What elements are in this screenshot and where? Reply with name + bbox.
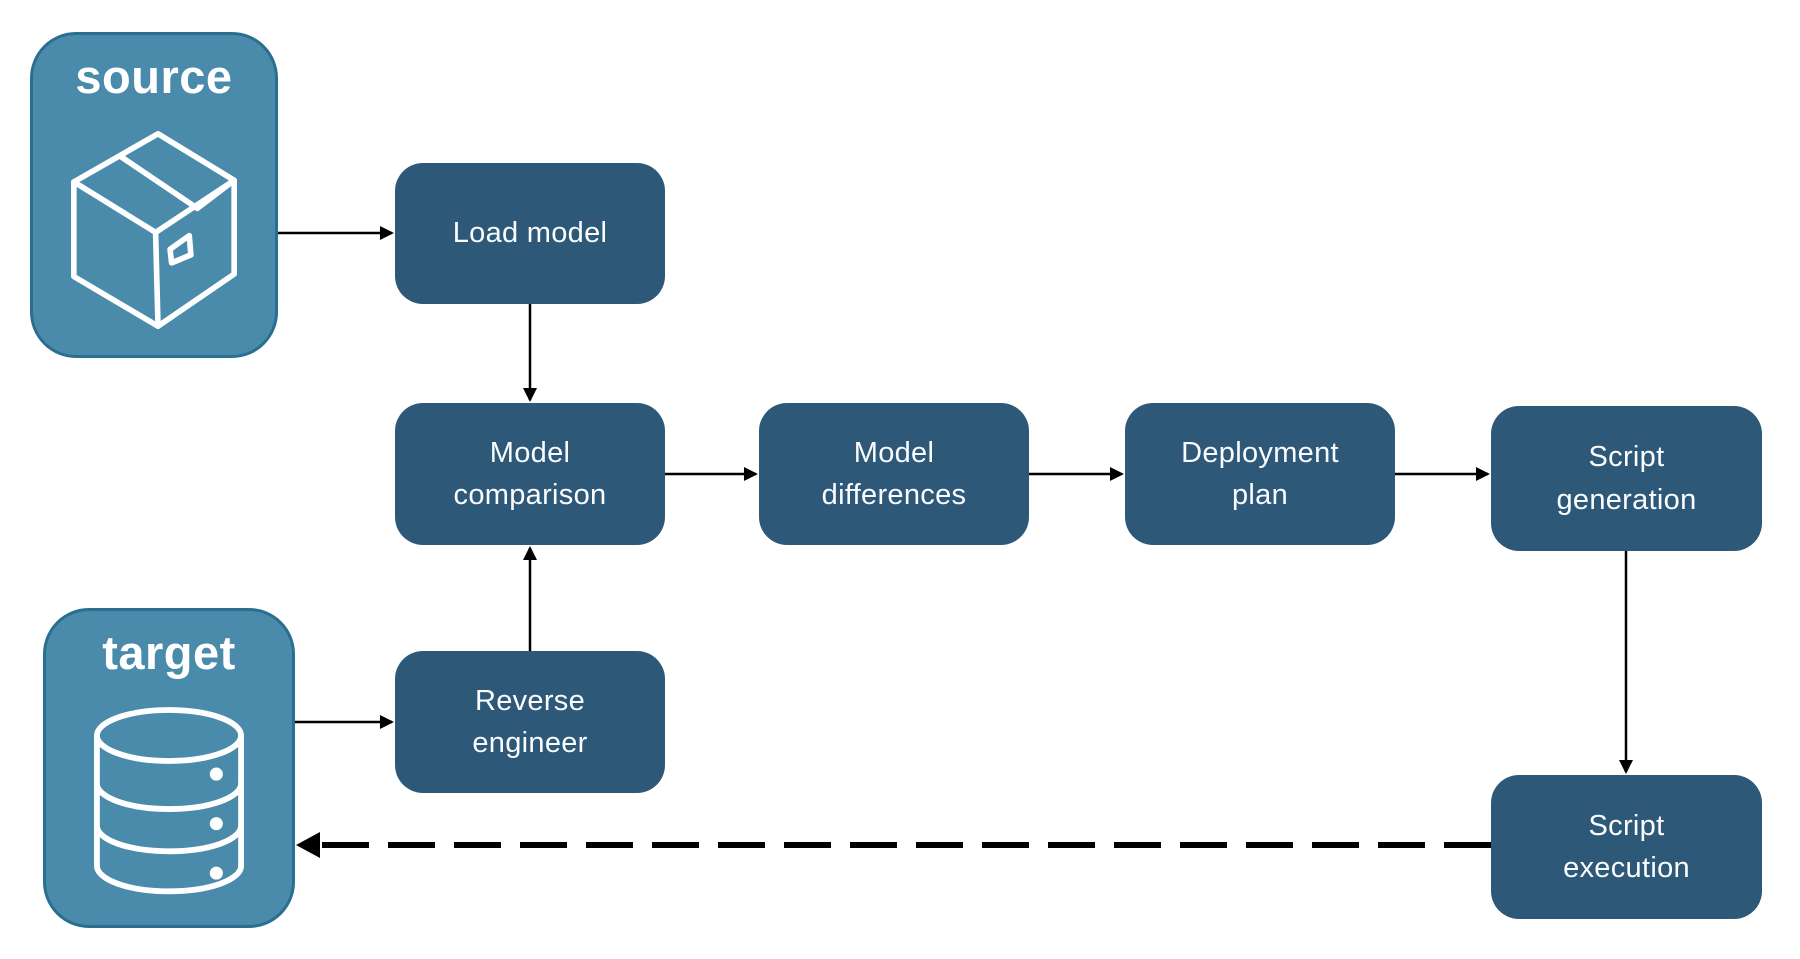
node-script-execution-label: Script execution xyxy=(1563,809,1690,884)
node-model-comparison-label: Model comparison xyxy=(453,436,607,511)
dashed-arrowhead xyxy=(296,832,320,858)
container-target: target xyxy=(43,608,295,928)
node-script-generation: Script generation xyxy=(1491,406,1762,551)
database-icon xyxy=(94,680,244,925)
node-script-generation-label: Script generation xyxy=(1556,441,1697,516)
node-load-model: Load model xyxy=(395,163,665,304)
node-reverse-engineer-label: Reverse engineer xyxy=(472,684,588,759)
node-deployment-plan-label: Deployment plan xyxy=(1181,436,1339,511)
node-model-comparison: Model comparison xyxy=(395,403,665,545)
node-reverse-engineer: Reverse engineer xyxy=(395,651,665,793)
target-label: target xyxy=(102,626,236,679)
source-label: source xyxy=(75,50,233,103)
package-icon xyxy=(69,104,239,355)
node-model-differences: Model differences xyxy=(759,403,1029,545)
node-deployment-plan: Deployment plan xyxy=(1125,403,1395,545)
container-source: source xyxy=(30,32,278,358)
node-model-differences-label: Model differences xyxy=(821,436,967,511)
node-load-model-label: Load model xyxy=(452,217,608,250)
node-script-execution: Script execution xyxy=(1491,775,1762,919)
